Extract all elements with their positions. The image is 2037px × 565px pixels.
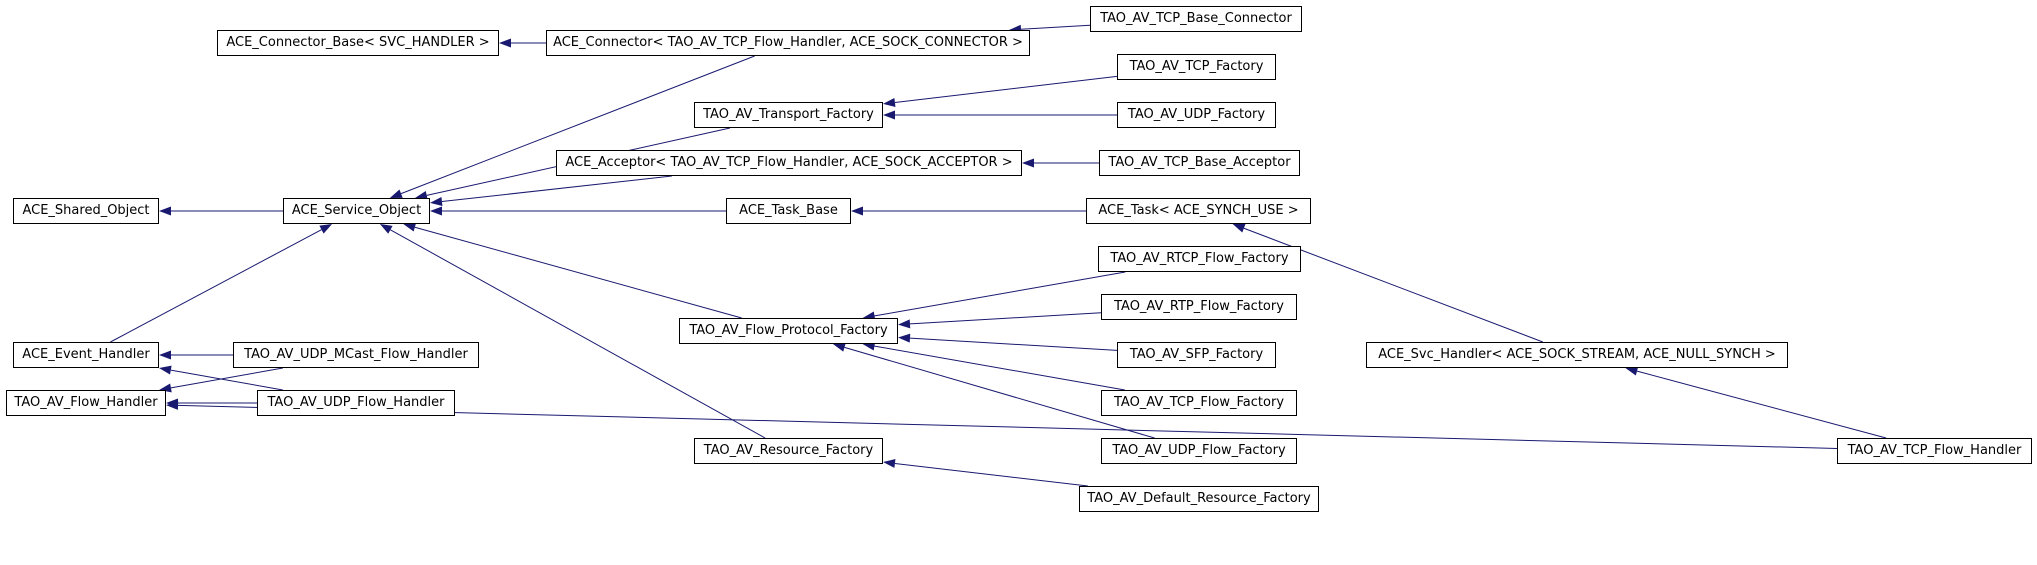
- edge-resource_factory-to-service_object: [390, 229, 766, 439]
- node-tcp-factory[interactable]: TAO_AV_TCP_Factory: [1117, 54, 1276, 80]
- arrowhead-transport_factory: [883, 110, 895, 120]
- node-task-label: ACE_Task< ACE_SYNCH_USE >: [1098, 203, 1299, 218]
- node-shared-object-label: ACE_Shared_Object: [22, 203, 150, 218]
- edge-udp_flow_handler-to-event_handler: [170, 369, 283, 391]
- node-tcp-flow-factory[interactable]: TAO_AV_TCP_Flow_Factory: [1101, 390, 1297, 416]
- node-svc-handler[interactable]: ACE_Svc_Handler< ACE_SOCK_STREAM, ACE_NU…: [1366, 342, 1788, 368]
- node-connector-label: ACE_Connector< TAO_AV_TCP_Flow_Handler, …: [553, 35, 1023, 50]
- node-tcp-base-acceptor[interactable]: TAO_AV_TCP_Base_Acceptor: [1099, 150, 1300, 176]
- node-udp-mcast-flow-handler[interactable]: TAO_AV_UDP_MCast_Flow_Handler: [233, 342, 479, 368]
- node-task-base-label: ACE_Task_Base: [739, 203, 838, 218]
- node-service-object-label: ACE_Service_Object: [291, 203, 422, 218]
- arrowhead-acceptor: [1022, 158, 1034, 168]
- node-default-resource-factory[interactable]: TAO_AV_Default_Resource_Factory: [1079, 486, 1319, 512]
- arrowhead-service_object: [430, 197, 443, 206]
- arrowhead-flow_handler: [166, 400, 179, 410]
- node-sfp-factory[interactable]: TAO_AV_SFP_Factory: [1117, 342, 1276, 368]
- edge-event_handler-to-service_object: [110, 229, 322, 343]
- arrowhead-task: [1232, 224, 1246, 233]
- node-flow-protocol-factory[interactable]: TAO_AV_Flow_Protocol_Factory: [679, 318, 898, 344]
- node-sfp-factory-label: TAO_AV_SFP_Factory: [1129, 347, 1264, 362]
- node-udp-flow-factory[interactable]: TAO_AV_UDP_Flow_Factory: [1101, 438, 1297, 464]
- node-task-base[interactable]: ACE_Task_Base: [726, 198, 851, 224]
- edge-acceptor-to-service_object: [441, 175, 672, 203]
- node-udp-factory-label: TAO_AV_UDP_Factory: [1127, 107, 1266, 122]
- edge-connector-to-service_object: [400, 55, 755, 195]
- arrowhead-connector_base: [499, 38, 511, 48]
- edge-default_resource_factory-to-resource_factory: [894, 462, 1088, 487]
- edge-tcp_factory-to-transport_factory: [894, 75, 1118, 103]
- node-udp-flow-handler-label: TAO_AV_UDP_Flow_Handler: [267, 395, 445, 410]
- arrowhead-flow_protocol_factory: [898, 319, 911, 329]
- node-acceptor[interactable]: ACE_Acceptor< TAO_AV_TCP_Flow_Handler, A…: [556, 150, 1022, 176]
- arrowhead-event_handler: [159, 350, 171, 360]
- arrowhead-task_base: [851, 206, 863, 216]
- node-event-handler[interactable]: ACE_Event_Handler: [13, 342, 159, 368]
- arrowhead-service_object: [403, 222, 417, 232]
- edge-rtp_flow_factory-to-flow_protocol_factory: [909, 312, 1102, 325]
- edge-tcp_flow_factory-to-flow_protocol_factory: [874, 345, 1125, 391]
- node-task[interactable]: ACE_Task< ACE_SYNCH_USE >: [1086, 198, 1311, 224]
- arrowhead-service_object: [430, 206, 442, 216]
- node-svc-handler-label: ACE_Svc_Handler< ACE_SOCK_STREAM, ACE_NU…: [1378, 347, 1776, 362]
- node-rtcp-flow-factory-label: TAO_AV_RTCP_Flow_Factory: [1110, 251, 1289, 266]
- arrowhead-flow_protocol_factory: [832, 343, 846, 352]
- node-event-handler-label: ACE_Event_Handler: [22, 347, 150, 362]
- arrowhead-resource_factory: [883, 458, 896, 468]
- edge-sfp_factory-to-flow_protocol_factory: [909, 337, 1118, 351]
- node-rtp-flow-factory[interactable]: TAO_AV_RTP_Flow_Factory: [1101, 294, 1297, 320]
- arrowhead-svc_handler: [1625, 366, 1639, 376]
- node-tcp-base-connector[interactable]: TAO_AV_TCP_Base_Connector: [1090, 6, 1302, 32]
- node-udp-flow-factory-label: TAO_AV_UDP_Flow_Factory: [1112, 443, 1286, 458]
- node-udp-flow-handler[interactable]: TAO_AV_UDP_Flow_Handler: [257, 390, 455, 416]
- edge-rtcp_flow_factory-to-flow_protocol_factory: [874, 271, 1126, 317]
- node-connector-base-label: ACE_Connector_Base< SVC_HANDLER >: [226, 35, 490, 50]
- node-service-object[interactable]: ACE_Service_Object: [283, 198, 430, 224]
- edge-tcp_flow_handler-to-svc_handler: [1636, 370, 1887, 439]
- arrowhead-shared_object: [159, 206, 171, 216]
- edge-udp_flow_factory-to-flow_protocol_factory: [844, 346, 1155, 439]
- node-shared-object[interactable]: ACE_Shared_Object: [13, 198, 159, 224]
- node-tcp-base-connector-label: TAO_AV_TCP_Base_Connector: [1100, 11, 1292, 26]
- node-resource-factory-label: TAO_AV_Resource_Factory: [703, 443, 874, 458]
- arrowhead-transport_factory: [883, 98, 896, 107]
- node-transport-factory[interactable]: TAO_AV_Transport_Factory: [694, 102, 883, 128]
- node-tcp-factory-label: TAO_AV_TCP_Factory: [1129, 59, 1264, 74]
- edge-udp_mcast_flow_handler-to-flow_handler: [170, 367, 283, 389]
- node-rtcp-flow-factory[interactable]: TAO_AV_RTCP_Flow_Factory: [1098, 246, 1301, 272]
- arrowhead-event_handler: [159, 365, 172, 375]
- edge-flow_protocol_factory-to-service_object: [414, 226, 742, 319]
- node-transport-factory-label: TAO_AV_Transport_Factory: [703, 107, 874, 122]
- node-connector-base[interactable]: ACE_Connector_Base< SVC_HANDLER >: [217, 30, 499, 56]
- edge-tcp_base_connector-to-connector: [1020, 24, 1091, 30]
- node-flow-handler[interactable]: TAO_AV_Flow_Handler: [6, 390, 166, 416]
- node-tcp-flow-handler-label: TAO_AV_TCP_Flow_Handler: [1847, 443, 2022, 458]
- node-tcp-flow-factory-label: TAO_AV_TCP_Flow_Factory: [1113, 395, 1285, 410]
- node-tcp-base-acceptor-label: TAO_AV_TCP_Base_Acceptor: [1108, 155, 1291, 170]
- arrowhead-flow_protocol_factory: [898, 333, 911, 343]
- node-udp-factory[interactable]: TAO_AV_UDP_Factory: [1117, 102, 1276, 128]
- node-acceptor-label: ACE_Acceptor< TAO_AV_TCP_Flow_Handler, A…: [565, 155, 1013, 170]
- node-flow-protocol-factory-label: TAO_AV_Flow_Protocol_Factory: [689, 323, 888, 338]
- node-rtp-flow-factory-label: TAO_AV_RTP_Flow_Factory: [1114, 299, 1284, 314]
- arrowhead-service_object: [389, 189, 403, 198]
- node-flow-handler-label: TAO_AV_Flow_Handler: [14, 395, 158, 410]
- node-resource-factory[interactable]: TAO_AV_Resource_Factory: [694, 438, 883, 464]
- node-udp-mcast-flow-handler-label: TAO_AV_UDP_MCast_Flow_Handler: [244, 347, 468, 362]
- node-tcp-flow-handler[interactable]: TAO_AV_TCP_Flow_Handler: [1837, 438, 2032, 464]
- node-default-resource-factory-label: TAO_AV_Default_Resource_Factory: [1087, 491, 1311, 506]
- arrowhead-service_object: [379, 224, 393, 234]
- node-connector[interactable]: ACE_Connector< TAO_AV_TCP_Flow_Handler, …: [546, 30, 1030, 56]
- arrowhead-service_object: [319, 224, 333, 234]
- arrowhead-service_object: [415, 191, 428, 200]
